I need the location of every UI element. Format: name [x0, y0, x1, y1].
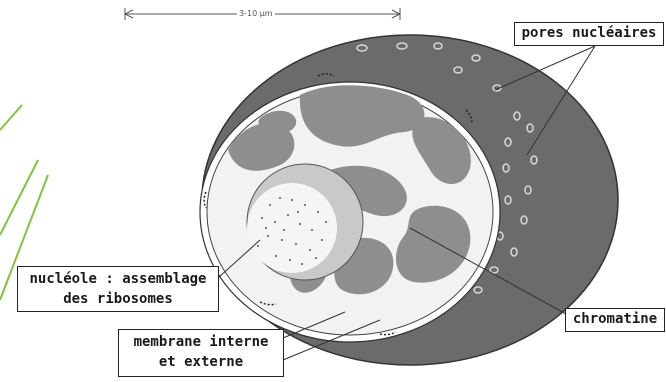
- label-pores-text: pores nucléaires: [515, 23, 663, 43]
- label-nucleole-line1: nucléole : assemblage: [18, 269, 218, 289]
- label-pores-nucleaires: pores nucléaires: [514, 22, 664, 46]
- label-chromatine-text: chromatine: [566, 309, 664, 329]
- label-membrane: membrane interne et externe: [118, 329, 284, 377]
- label-chromatine: chromatine: [565, 308, 665, 332]
- label-nucleole: nucléole : assemblage des ribosomes: [17, 266, 219, 312]
- label-membrane-line1: membrane interne: [119, 332, 283, 352]
- nucleolus: [247, 164, 363, 280]
- label-nucleole-line2: des ribosomes: [18, 289, 218, 309]
- scale-label: 3-10 µm: [237, 9, 275, 18]
- label-membrane-line2: et externe: [119, 352, 283, 372]
